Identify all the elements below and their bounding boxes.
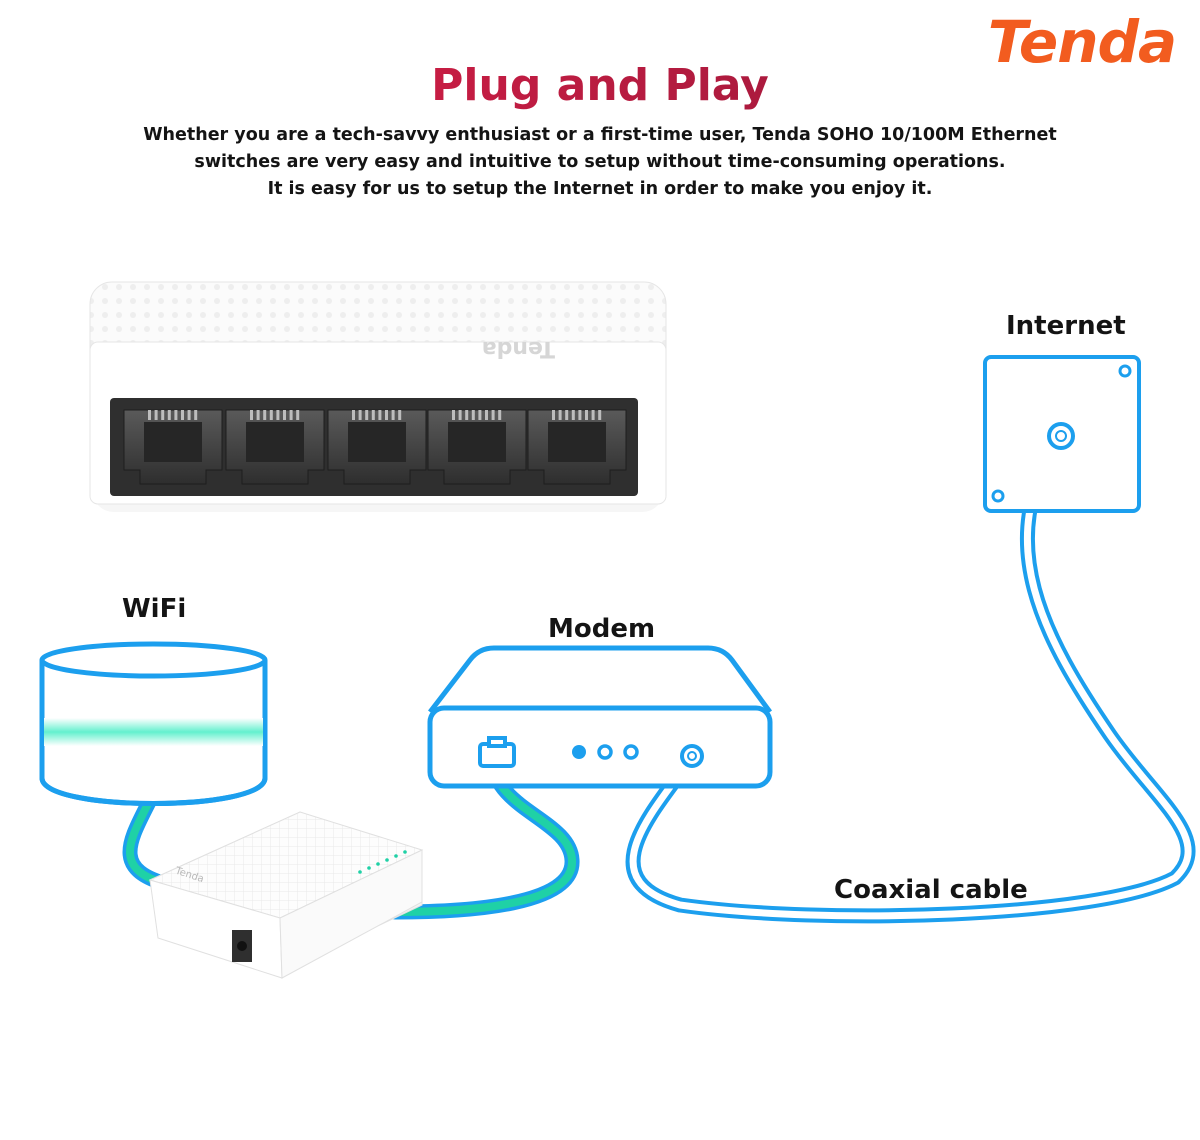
wifi-status-light [44,718,263,746]
status-led-icon [623,744,639,760]
rj45-port-icon [327,409,427,485]
status-led-icon [597,744,613,760]
rj45-port-icon [478,736,516,768]
status-led-icon [394,854,398,858]
rj45-port-icon [527,409,627,485]
status-led-icon [403,850,407,854]
coaxial-cable-label: Coaxial cable [834,875,1028,905]
modem [427,645,773,789]
modem-top [428,645,773,714]
switch-ports [123,409,627,485]
coaxial-outlet-icon [1047,422,1075,450]
status-led-icon [385,858,389,862]
intro-text: Whether you are a tech-savvy enthusiast … [60,122,1140,203]
intro-line: It is easy for us to setup the Internet … [267,179,933,199]
wifi-label: WiFi [122,594,187,624]
screw-icon [991,489,1005,503]
intro-line: switches are very easy and intuitive to … [194,152,1006,172]
small-switch-leds [358,850,407,874]
tenda-logo: Tenda [987,8,1177,76]
status-led-icon [572,745,586,759]
ethernet-switch-closeup: Tenda [89,281,667,512]
ethernet-switch-small: Tenda [148,811,424,979]
switch-embossed-logo: Tenda [482,336,555,361]
wifi-router-top [39,641,268,679]
status-led-icon [358,870,362,874]
rj45-port-icon [225,409,325,485]
page-title: Plug and Play [0,56,1200,116]
intro-line: Whether you are a tech-savvy enthusiast … [143,125,1057,145]
coaxial-port-icon [680,744,704,768]
rj45-port-icon [427,409,527,485]
screw-icon [1118,364,1132,378]
status-led-icon [376,862,380,866]
small-switch-side [279,849,423,979]
wall-socket-icon [983,355,1141,513]
wifi-router [39,641,268,806]
rj45-port-icon [123,409,223,485]
status-led-icon [367,866,371,870]
internet-label: Internet [1006,311,1126,341]
modem-label: Modem [548,614,656,644]
